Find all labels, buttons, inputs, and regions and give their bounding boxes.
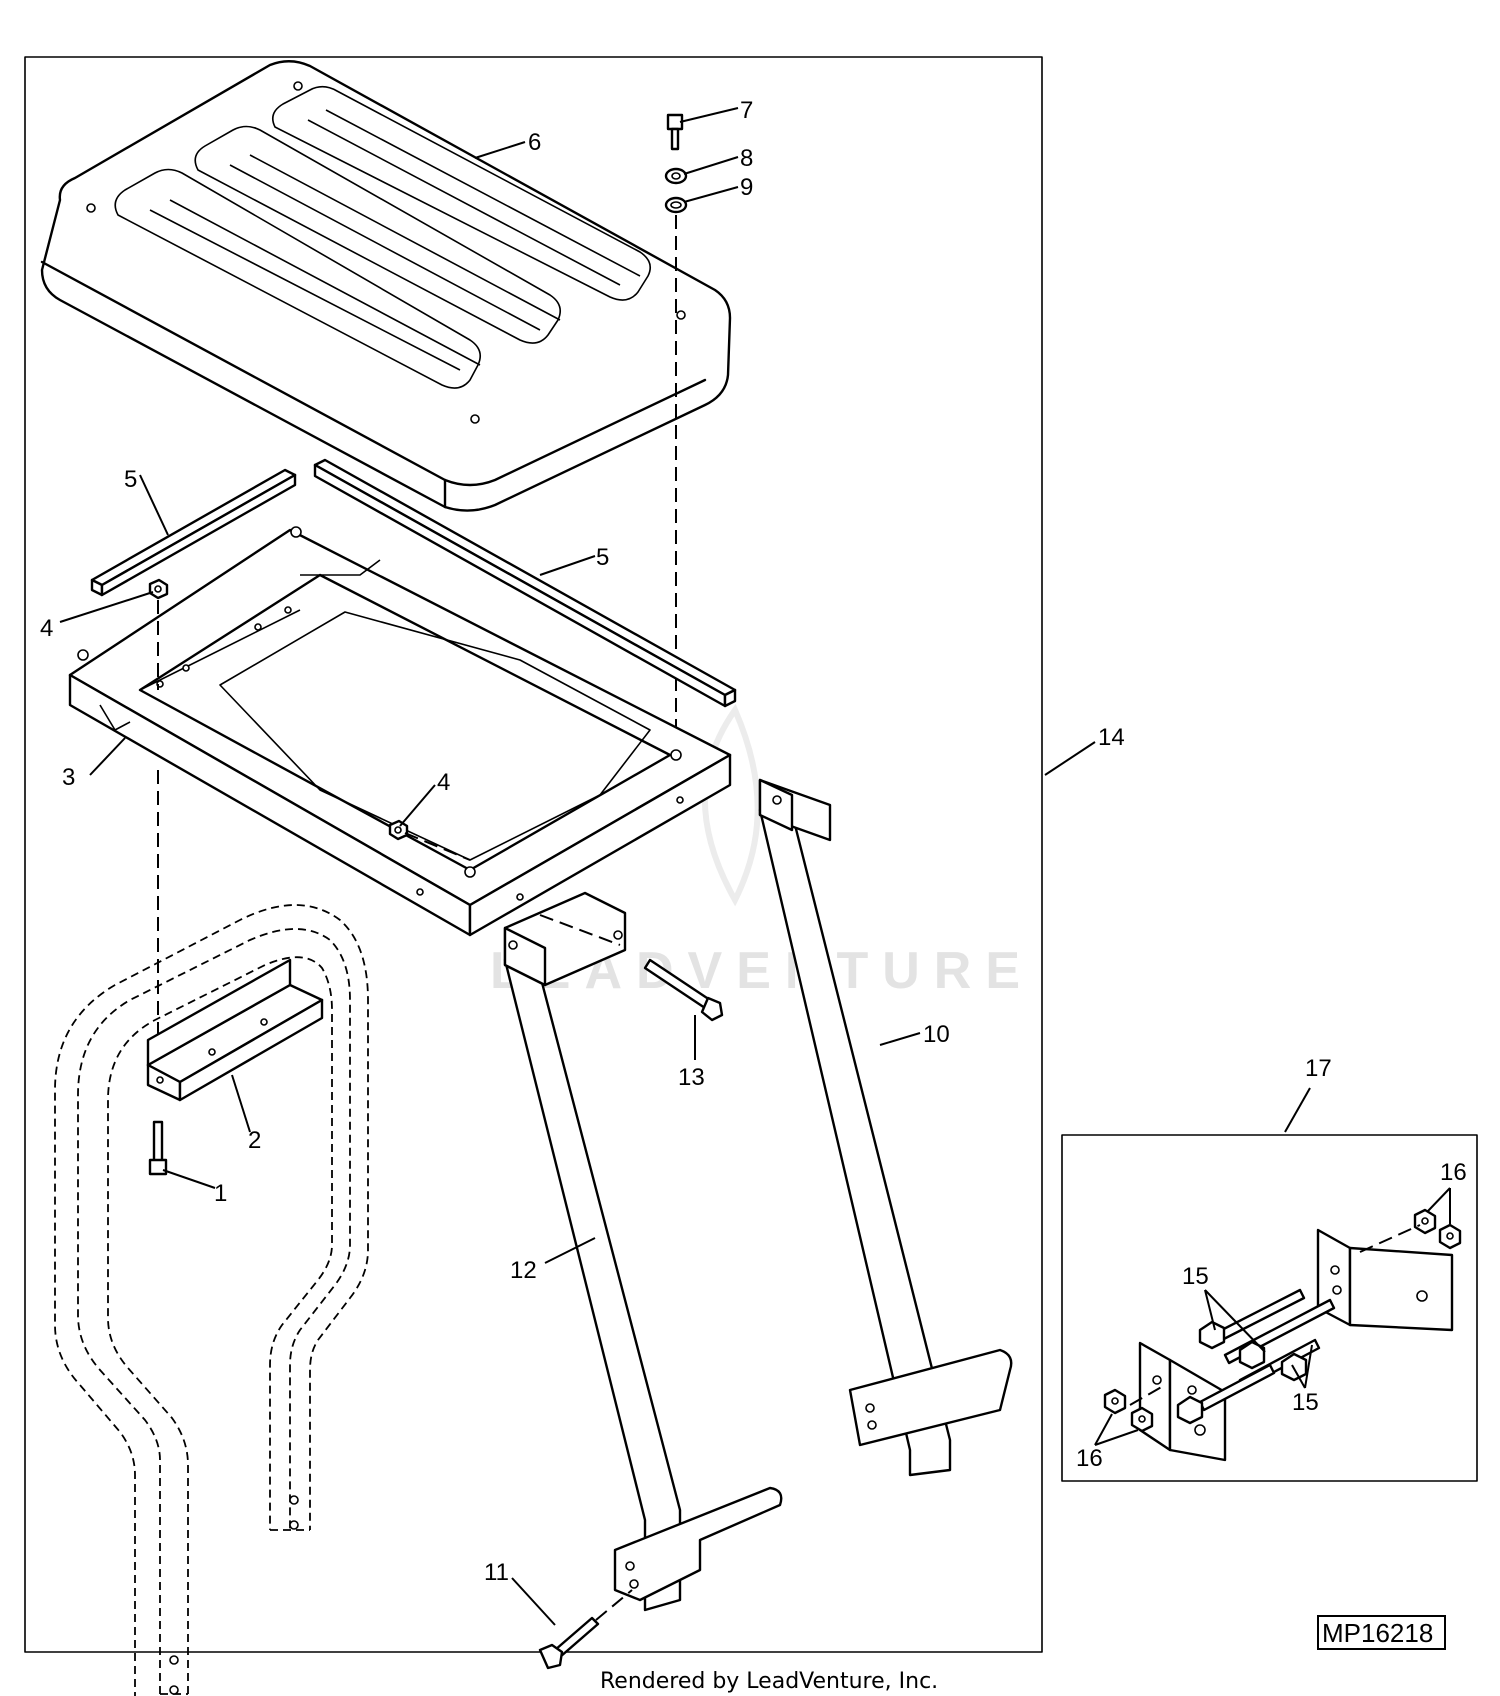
lower-bolt-centerline: [595, 1589, 633, 1621]
detail-bracket-right: [1316, 1228, 1454, 1332]
seal-strip-right: [313, 458, 737, 708]
callout-5a: 5: [124, 466, 137, 493]
callout-14: 14: [1098, 724, 1125, 751]
lock-washer: [664, 167, 688, 185]
detail-centerline-left: [1129, 1384, 1166, 1406]
lower-leg-bolt: [538, 1616, 600, 1670]
frame-nut-left: [148, 578, 169, 600]
main-frame: [24, 56, 1043, 1653]
detail-bolts: [1176, 1288, 1336, 1425]
detail-centerline-right: [1359, 1224, 1421, 1253]
callout-10: 10: [923, 1021, 950, 1048]
callout-15b: 15: [1292, 1389, 1319, 1416]
callouts: 1 2 3 4 4 5 5 6 7 8 9 10 11 12 13 14 15 …: [40, 97, 1467, 1586]
callout-13: 13: [678, 1064, 705, 1091]
callout-3: 3: [62, 764, 75, 791]
rollbar-outline: [54, 904, 369, 1696]
leader-lines: [59, 107, 1451, 1626]
nut-centerline-2: [404, 832, 471, 861]
callout-16a: 16: [1440, 1159, 1467, 1186]
callout-6: 6: [528, 129, 541, 156]
callout-12: 12: [510, 1257, 537, 1284]
frame-nut-center: [388, 819, 409, 841]
callout-9: 9: [740, 174, 753, 201]
roof-bolt: [666, 113, 684, 151]
flat-washer: [664, 196, 688, 214]
rear-leg: [758, 778, 1013, 1477]
seal-strip-left: [90, 468, 297, 597]
leg-bolt: [643, 958, 724, 1022]
front-leg: [503, 891, 783, 1612]
footer-credit: Rendered by LeadVenture, Inc.: [600, 1669, 938, 1694]
callout-15a: 15: [1182, 1263, 1209, 1290]
callout-5b: 5: [596, 544, 609, 571]
detail-nuts: [1103, 1208, 1462, 1433]
bracket-bolt: [148, 1120, 168, 1176]
callout-8: 8: [740, 145, 753, 172]
callout-11: 11: [484, 1559, 509, 1586]
roof-panel: [40, 60, 732, 512]
detail-frame: [1061, 1134, 1478, 1482]
figure-code-box: MP16218: [1317, 1615, 1446, 1650]
callout-4a: 4: [40, 615, 53, 642]
callout-2: 2: [248, 1127, 261, 1154]
callout-17: 17: [1305, 1055, 1332, 1082]
callout-1: 1: [214, 1180, 227, 1207]
figure-code: MP16218: [1322, 1618, 1433, 1648]
rollbar-bracket: [146, 958, 324, 1102]
callout-16b: 16: [1076, 1445, 1103, 1472]
callout-4b: 4: [437, 769, 450, 796]
callout-7: 7: [740, 97, 753, 124]
roof-frame: [68, 526, 732, 937]
leg-bolt-centerline: [539, 914, 621, 946]
